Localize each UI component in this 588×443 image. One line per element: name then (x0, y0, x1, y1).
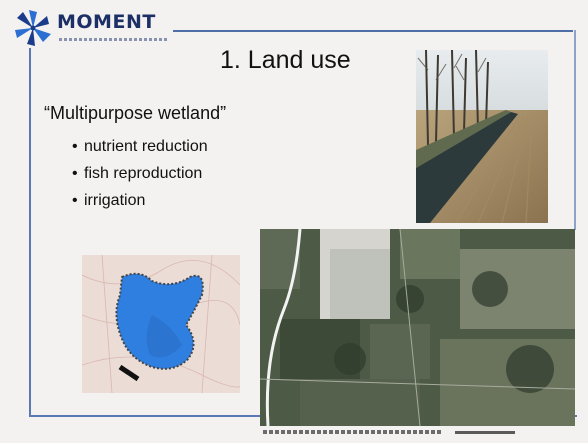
bullet-item: • fish reproduction (72, 164, 208, 191)
frame-line-left (29, 48, 31, 416)
aerial-image-icon (260, 229, 575, 426)
bullet-dot: • (72, 192, 78, 209)
logo-wordmark: MOMENT (57, 11, 156, 33)
aerial-caption (263, 430, 443, 434)
aerial-landscape-photo (260, 229, 575, 426)
wetland-ditch-photo (416, 50, 548, 223)
photo-image-icon (416, 50, 548, 223)
bullet-text: irrigation (84, 192, 146, 209)
moment-logo: MOMENT (13, 8, 173, 52)
bullet-text: nutrient reduction (84, 138, 208, 155)
wetland-outline-map (82, 255, 240, 393)
bullet-list: • nutrient reduction • fish reproduction •… (72, 137, 208, 218)
bullet-item: • irrigation (72, 191, 208, 218)
bullet-dot: • (72, 138, 78, 155)
bullet-item: • nutrient reduction (72, 137, 208, 164)
logo-tagline (59, 38, 169, 41)
bullet-dot: • (72, 165, 78, 182)
frame-line-top (173, 30, 573, 32)
frame-line-right (574, 30, 576, 230)
bullet-text: fish reproduction (84, 165, 203, 182)
pinwheel-logo-icon (15, 10, 51, 46)
scale-bar (455, 431, 515, 434)
map-image-icon (82, 255, 240, 393)
slide-title: 1. Land use (220, 46, 351, 74)
slide-heading: “Multipurpose wetland” (44, 103, 227, 123)
